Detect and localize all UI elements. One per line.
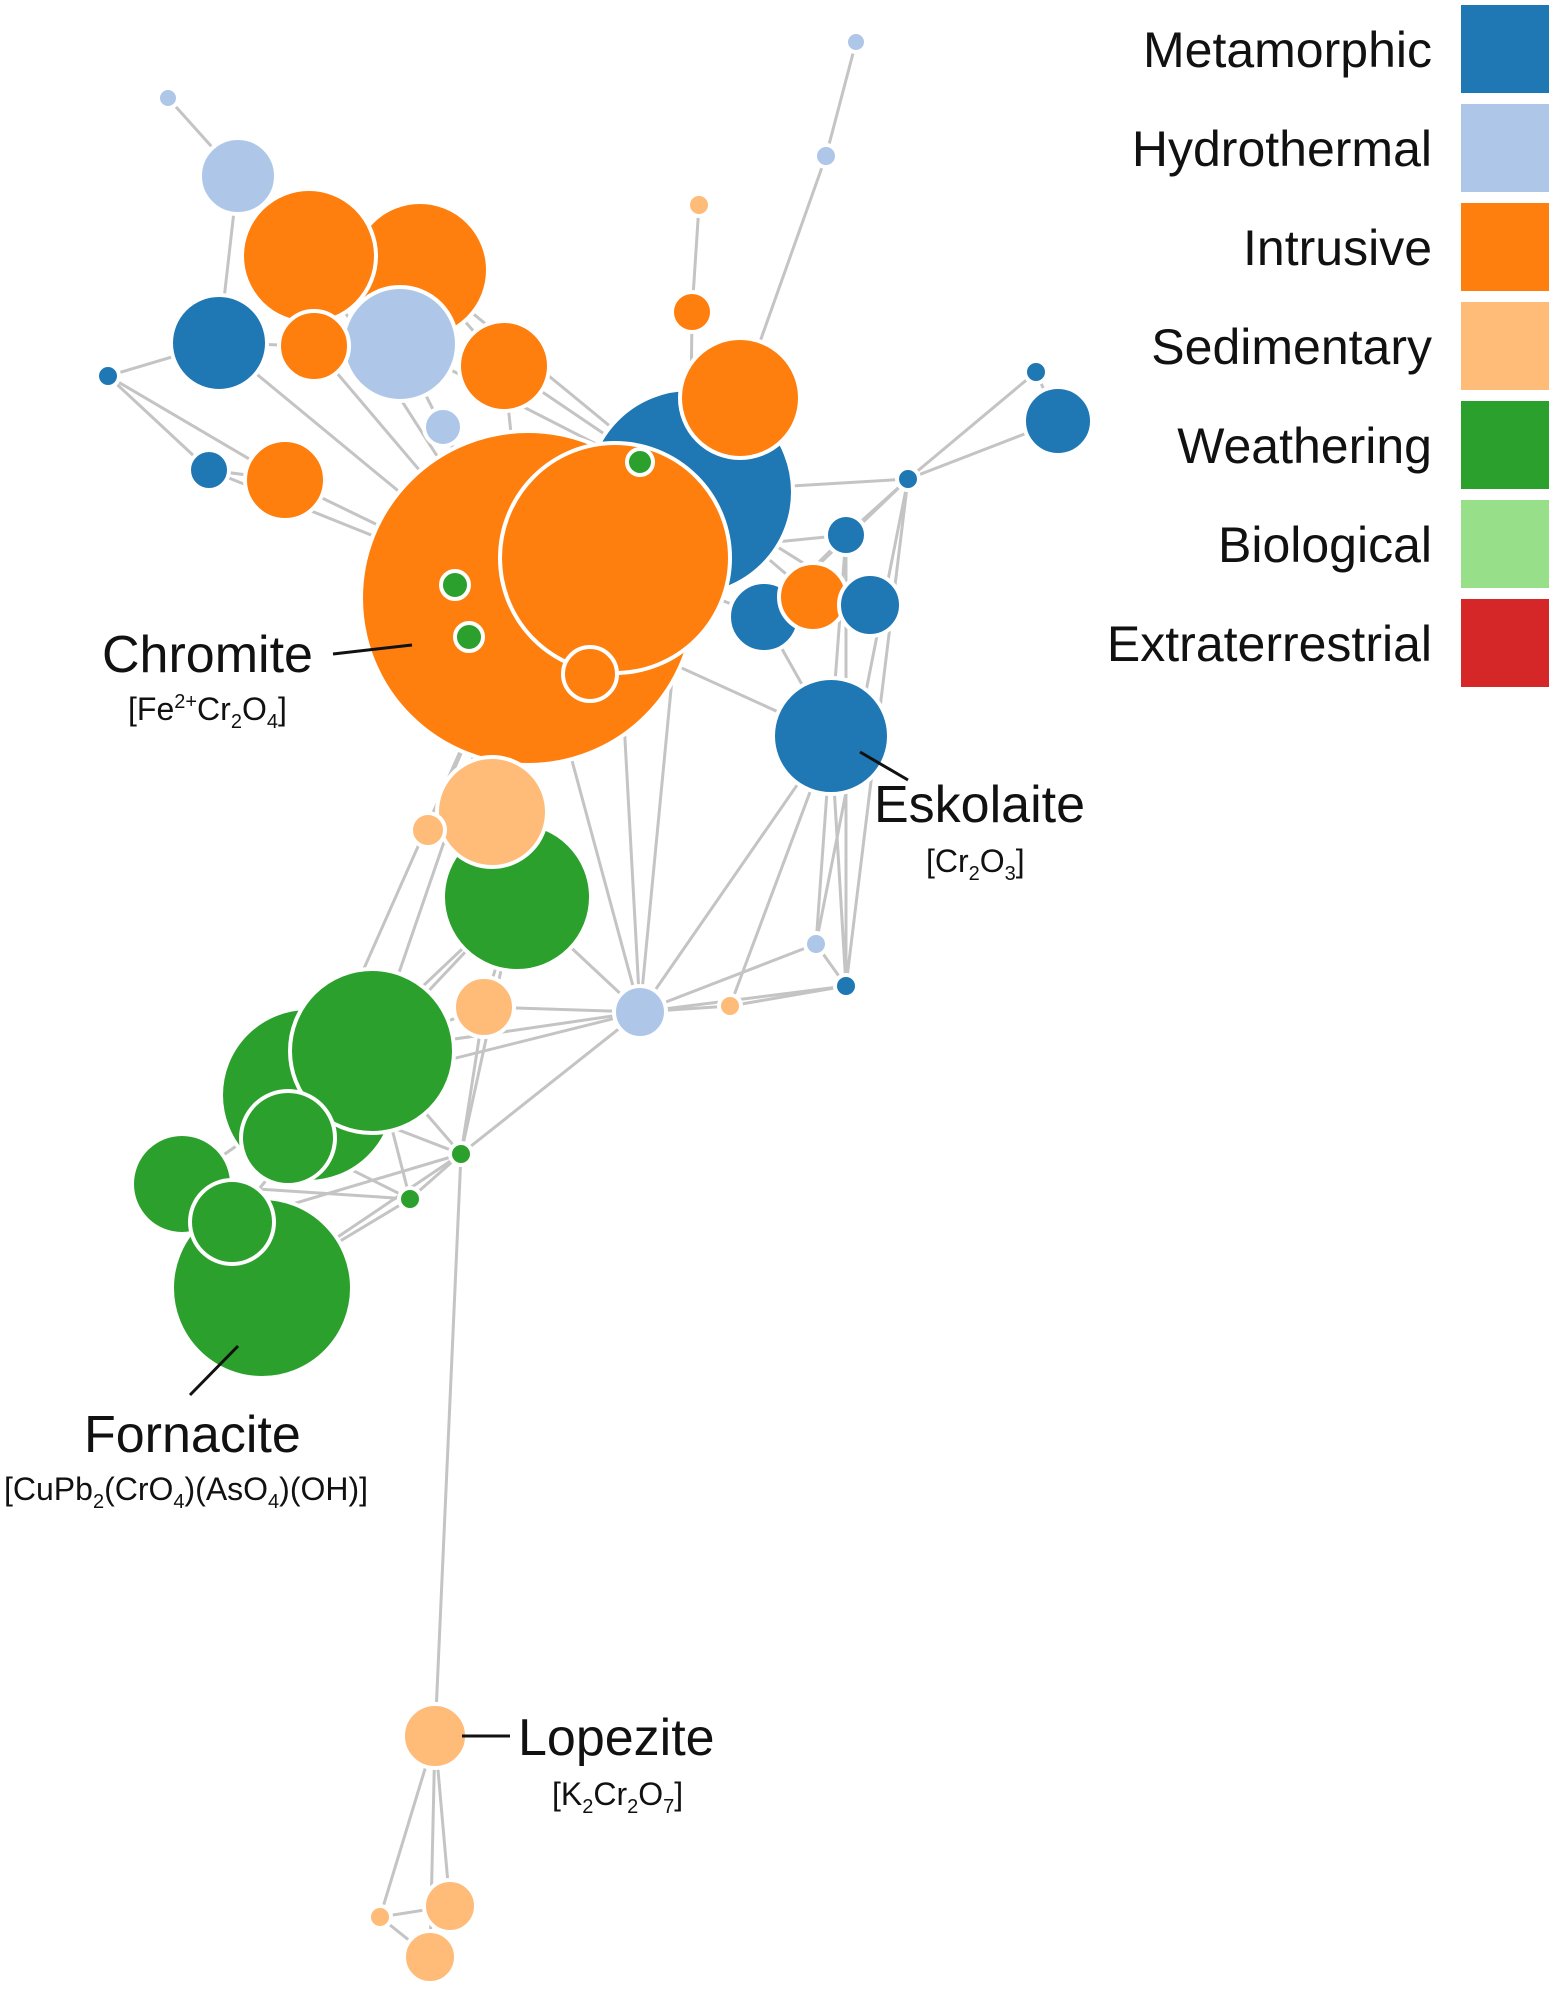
- network-edge: [729, 984, 847, 1008]
- legend-label-weathering: Weathering: [1177, 418, 1432, 474]
- eskolaite-leader-line: [859, 750, 909, 782]
- eskolaite-label: Eskolaite: [874, 776, 1085, 834]
- mineral-node-sedimentary: [409, 811, 447, 849]
- legend-swatch-biological: [1461, 500, 1549, 588]
- legend-swatch-weathering: [1461, 401, 1549, 489]
- network-edge: [460, 1010, 641, 1156]
- mineral-node-metamorphic: [1022, 385, 1094, 457]
- network-edge: [106, 374, 211, 472]
- mineral-node-sedimentary: [402, 1929, 458, 1985]
- eskolaite-formula: [Cr2O3]: [926, 843, 1025, 885]
- mineral-node-metamorphic: [771, 676, 891, 796]
- mineral-node-hydrothermal: [156, 86, 180, 110]
- mineral-node-sedimentary: [367, 1904, 393, 1930]
- legend-label-intrusive: Intrusive: [1243, 220, 1432, 276]
- legend-swatch-intrusive: [1461, 203, 1549, 291]
- chromite-leader-line: [332, 643, 413, 656]
- legend: MetamorphicHydrothermalIntrusiveSediment…: [1107, 5, 1549, 687]
- mineral-node-intrusive: [277, 309, 351, 383]
- mineral-node-metamorphic: [95, 363, 121, 389]
- mineral-node-weathering: [439, 569, 471, 601]
- legend-swatch-extraterrestrial: [1461, 599, 1549, 687]
- mineral-node-sedimentary: [401, 1702, 469, 1770]
- mineral-node-metamorphic: [169, 293, 269, 393]
- mineral-node-metamorphic: [837, 572, 903, 638]
- mineral-node-weathering: [625, 447, 655, 477]
- mineral-node-weathering: [239, 1089, 337, 1187]
- mineral-node-sedimentary: [435, 755, 549, 869]
- mineral-node-hydrothermal: [341, 285, 459, 403]
- mineral-node-sedimentary: [686, 192, 712, 218]
- mineral-node-hydrothermal: [198, 136, 278, 216]
- lopezite-label: Lopezite: [518, 1709, 715, 1767]
- network-edge: [433, 1153, 463, 1737]
- legend-swatch-sedimentary: [1461, 302, 1549, 390]
- network-nodes: [95, 30, 1094, 1985]
- mineral-node-sedimentary: [717, 993, 743, 1019]
- legend-label-metamorphic: Metamorphic: [1143, 22, 1432, 78]
- chromite-formula: [Fe2+Cr2O4]: [128, 691, 287, 733]
- network-edge: [824, 41, 858, 157]
- fornacite-formula: [CuPb2(CrO4)(AsO4)(OH)]: [4, 1471, 368, 1513]
- legend-swatch-metamorphic: [1461, 5, 1549, 93]
- mineral-node-intrusive: [240, 187, 378, 325]
- mineral-node-sedimentary: [422, 1878, 478, 1934]
- mineral-node-weathering: [448, 1141, 474, 1167]
- fornacite-label: Fornacite: [84, 1406, 301, 1464]
- fornacite-leader-line: [188, 1344, 240, 1397]
- mineral-node-hydrothermal: [612, 984, 668, 1040]
- mineral-node-metamorphic: [895, 466, 921, 492]
- mineral-node-sedimentary: [452, 975, 516, 1039]
- network-edge: [907, 370, 1037, 481]
- mineral-node-metamorphic: [187, 448, 231, 492]
- legend-label-hydrothermal: Hydrothermal: [1132, 121, 1432, 177]
- mineral-node-intrusive: [457, 319, 551, 413]
- mineral-node-metamorphic: [1023, 359, 1049, 385]
- chromite-label: Chromite: [102, 626, 313, 684]
- mineral-node-metamorphic: [824, 513, 868, 557]
- legend-label-extraterrestrial: Extraterrestrial: [1107, 616, 1432, 672]
- mineral-node-weathering: [453, 621, 485, 653]
- mineral-node-intrusive: [561, 645, 619, 703]
- mineral-node-intrusive: [670, 290, 714, 334]
- legend-label-biological: Biological: [1218, 517, 1432, 573]
- mineral-node-weathering: [288, 967, 456, 1135]
- lopezite-formula: [K2Cr2O7]: [552, 1776, 683, 1818]
- legend-swatch-hydrothermal: [1461, 104, 1549, 192]
- mineral-node-intrusive: [678, 336, 802, 460]
- network-edge: [639, 984, 847, 1014]
- mineral-node-hydrothermal: [422, 406, 464, 448]
- mineral-node-weathering: [397, 1186, 423, 1212]
- mineral-node-hydrothermal: [844, 30, 868, 54]
- mineral-node-metamorphic: [833, 973, 859, 999]
- mineral-node-intrusive: [777, 561, 849, 633]
- network-edge: [639, 942, 817, 1014]
- mineral-node-weathering: [188, 1178, 276, 1266]
- mineral-node-hydrothermal: [813, 143, 839, 169]
- mineral-node-hydrothermal: [803, 931, 829, 957]
- mineral-node-intrusive: [498, 441, 732, 675]
- legend-label-sedimentary: Sedimentary: [1151, 319, 1432, 375]
- mineral-node-intrusive: [243, 438, 327, 522]
